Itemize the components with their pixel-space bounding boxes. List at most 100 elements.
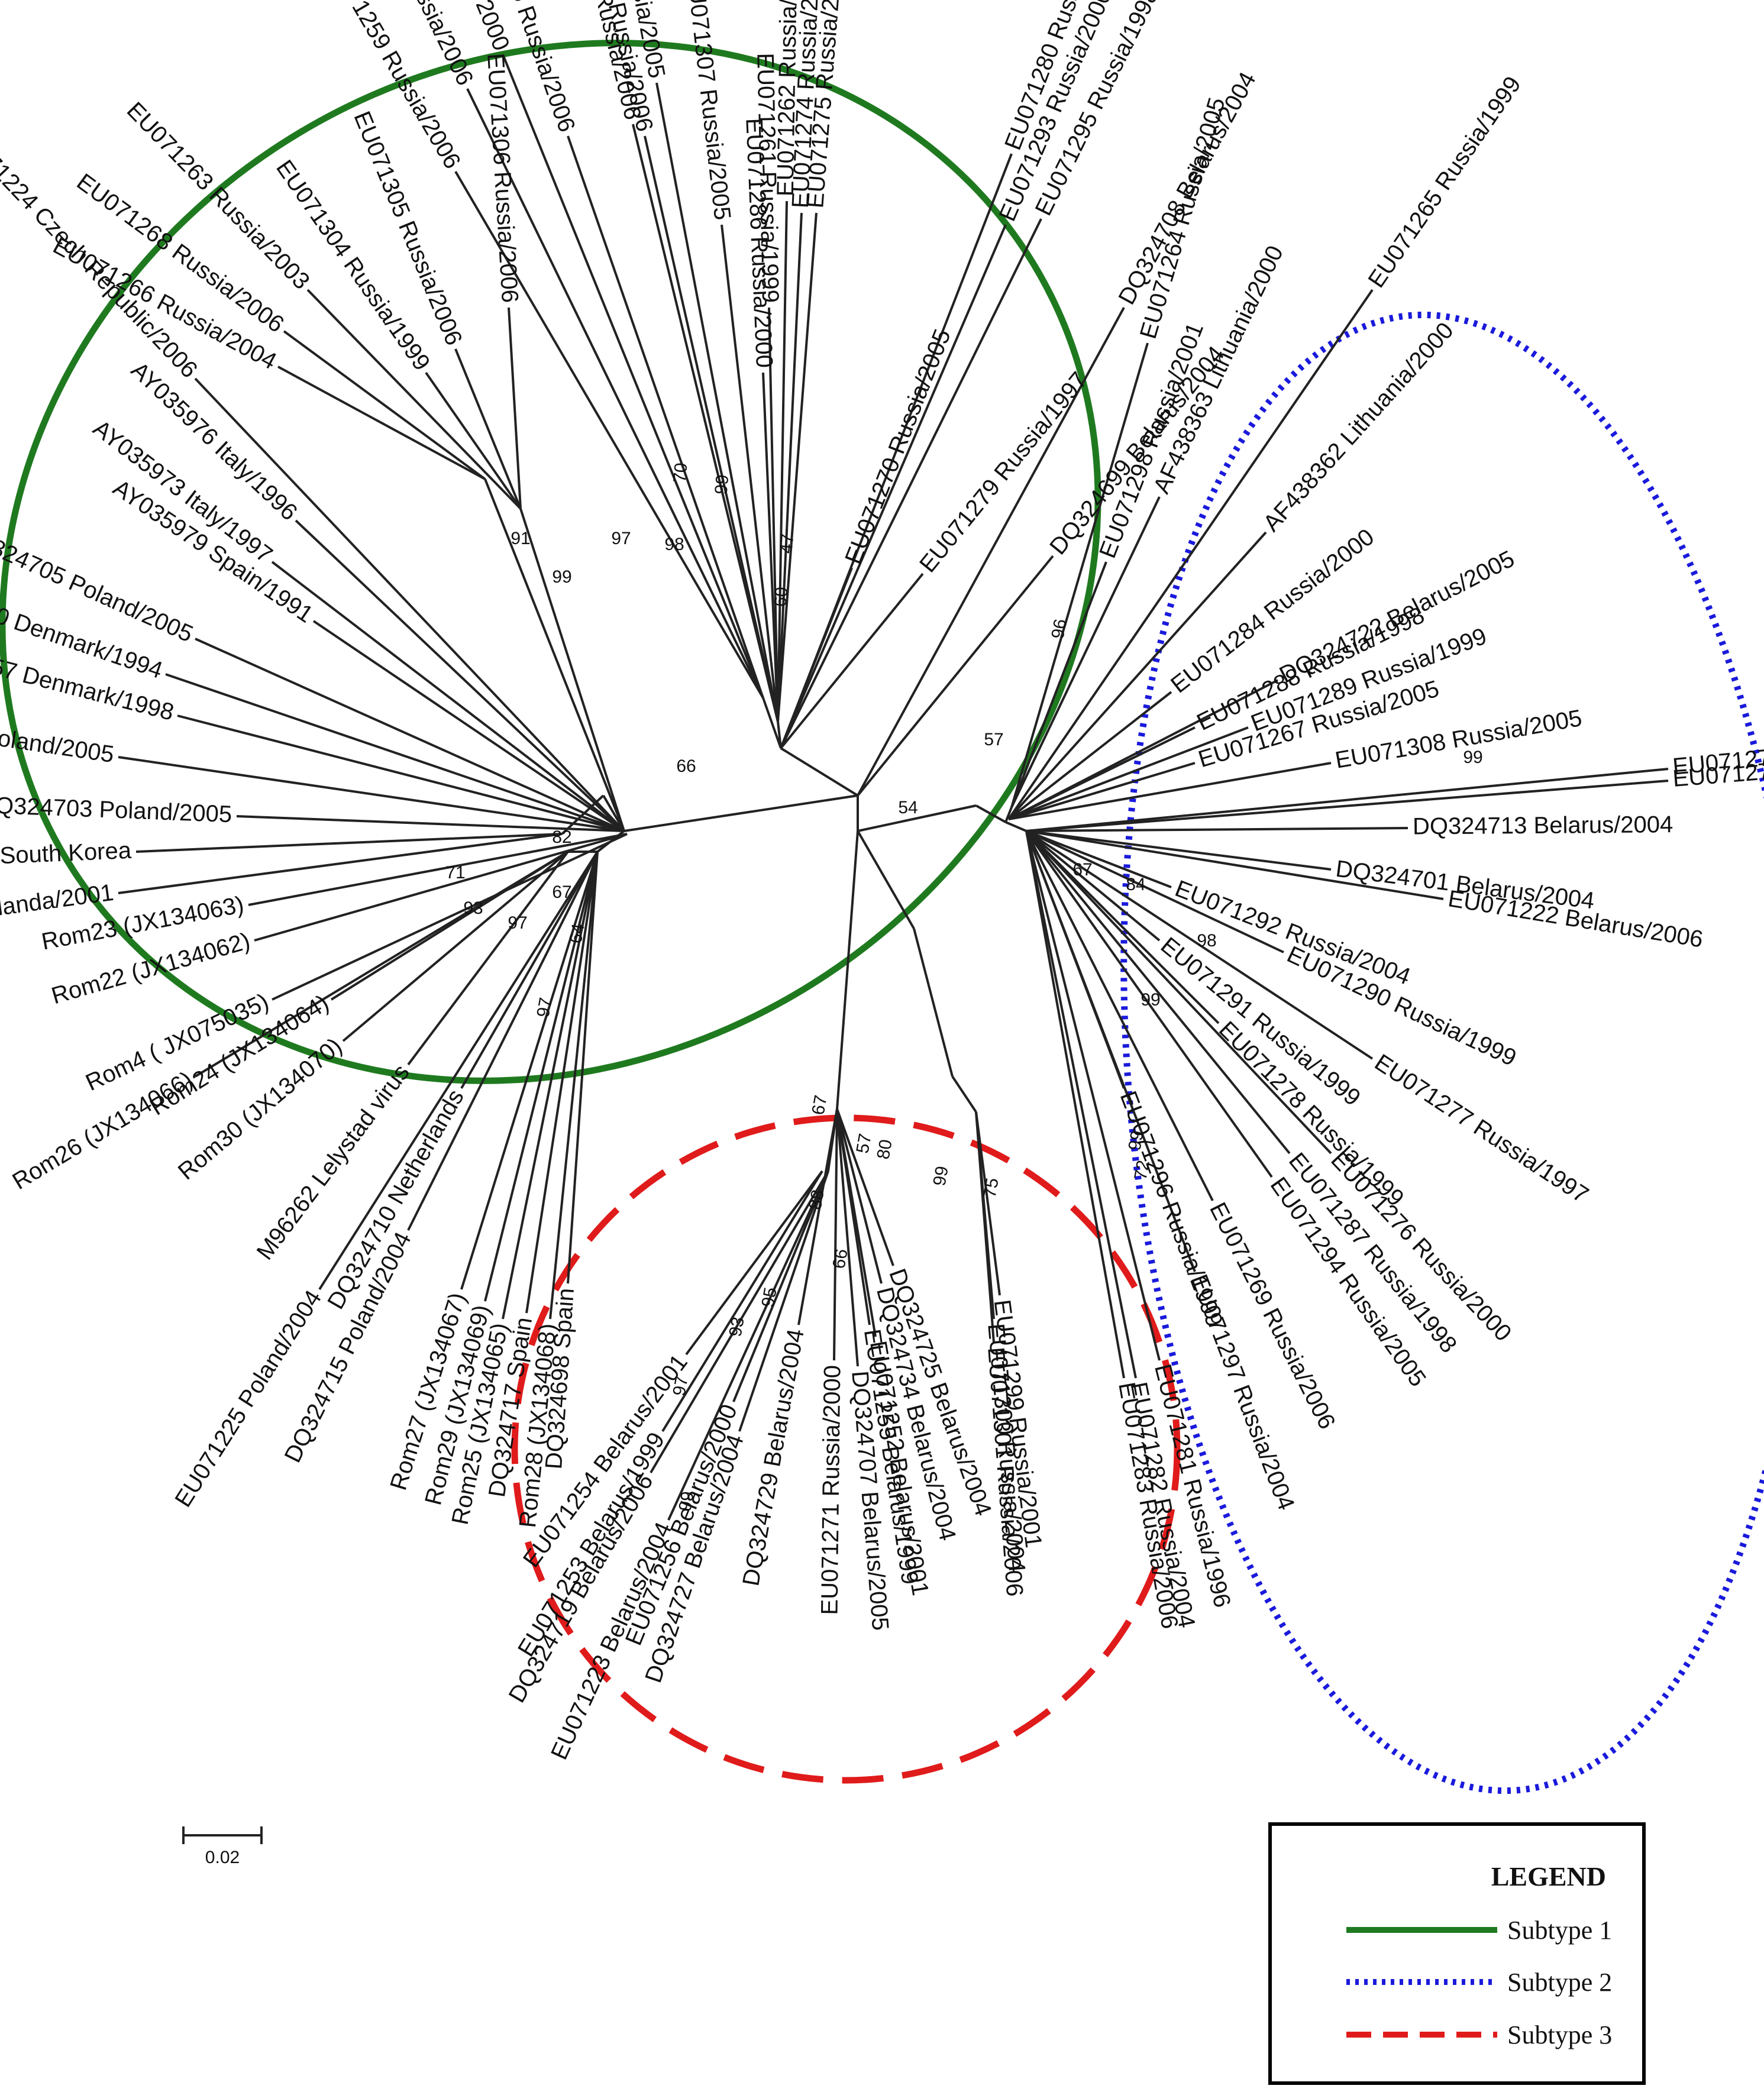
- bootstrap-value: 88: [805, 1188, 828, 1211]
- internal-branch: [836, 830, 859, 1110]
- leaf-branch: [975, 1111, 1001, 1296]
- leaf-branch: [685, 1170, 823, 1356]
- bootstrap-value: 82: [552, 827, 571, 847]
- internal-branch: [913, 928, 954, 1077]
- leaf-branch: [1007, 691, 1172, 820]
- leaf-branch: [254, 833, 628, 942]
- leaf-branch: [1025, 830, 1125, 1379]
- internal-branch: [1005, 821, 1027, 832]
- bootstrap-value: 98: [664, 535, 684, 554]
- bootstrap-value: 97: [611, 529, 631, 548]
- bootstrap-value: 80: [873, 1138, 896, 1161]
- tip-label: EU071284 Russia/2000: [1166, 524, 1379, 699]
- tree-branches: [118, 54, 1669, 1521]
- leaf-branch: [1025, 830, 1220, 1024]
- leaf-branch: [318, 851, 599, 1291]
- leaf-branch: [833, 1108, 838, 1361]
- leaf-branch: [738, 1171, 829, 1432]
- leaf-branch: [1007, 531, 1267, 820]
- bootstrap-value: 67: [808, 1094, 831, 1117]
- leaf-branch: [836, 1108, 894, 1266]
- leaf-branch: [165, 673, 625, 832]
- legend-box: [1268, 1822, 1646, 2085]
- tree-tip-labels: EU071260 Russia/2000EU071258 Russia/2006…: [0, 0, 1764, 1764]
- leaf-branch: [1008, 762, 1332, 820]
- tip-label: EU071277 Russia/1997: [1370, 1049, 1593, 1208]
- leaf-branch: [460, 851, 599, 1290]
- bootstrap-value: 60: [771, 586, 792, 607]
- leaf-branch: [277, 366, 486, 480]
- leaf-branch: [857, 555, 1054, 797]
- legend-title: LEGEND: [1491, 1861, 1606, 1891]
- bootstrap-value: 57: [852, 1132, 875, 1155]
- leaf-branch: [484, 851, 599, 1302]
- internal-branch: [975, 804, 1006, 823]
- leaf-branch: [1025, 830, 1161, 942]
- leaf-branch: [177, 714, 625, 832]
- internal-branch: [484, 478, 625, 832]
- bootstrap-value: 99: [1141, 990, 1160, 1010]
- leaf-branch: [283, 330, 486, 480]
- leaf-branch: [425, 371, 522, 510]
- bootstrap-value: 75: [980, 1176, 1002, 1199]
- bootstrap-value: 54: [898, 798, 917, 817]
- tip-label: EU071264 Russia/2005: [1135, 95, 1230, 342]
- leaf-branch: [567, 851, 599, 1284]
- internal-branch: [762, 697, 782, 749]
- leaf-branch: [762, 372, 779, 722]
- legend-label-subtype-1: Subtype 1: [1507, 1916, 1612, 1945]
- leaf-branch: [135, 833, 563, 853]
- bootstrap-value: 99: [929, 1165, 952, 1188]
- leaf-branch: [1026, 827, 1408, 832]
- leaf-branch: [1026, 830, 1444, 900]
- tip-label: DQ324703 Poland/2005: [0, 792, 232, 827]
- bootstrap-value: 66: [676, 756, 696, 776]
- bootstrap-value: 67: [1072, 860, 1092, 880]
- leaf-branch: [661, 1170, 823, 1433]
- tip-label: EU071225 Poland/2004: [170, 1286, 327, 1512]
- leaf-branch: [549, 851, 599, 1320]
- leaf-branch: [407, 851, 599, 1231]
- bootstrap-value: 70: [670, 462, 692, 483]
- leaf-branch: [502, 54, 764, 699]
- legend-label-subtype-3: Subtype 3: [1507, 2020, 1612, 2049]
- internal-branch: [1004, 807, 1013, 823]
- leaf-branch: [780, 218, 1042, 749]
- internal-branch: [857, 804, 977, 832]
- leaf-branch: [797, 1108, 838, 1325]
- leaf-branch: [466, 88, 764, 699]
- bootstrap-value: 95: [758, 1286, 780, 1309]
- leaf-branch: [454, 170, 764, 699]
- bootstrap-value: 99: [712, 474, 733, 495]
- leaf-branch: [777, 201, 788, 722]
- leaf-branch: [732, 1171, 829, 1402]
- leaf-branch: [1007, 289, 1374, 820]
- leaf-branch: [271, 561, 625, 832]
- bootstrap-value: 84: [1126, 875, 1145, 894]
- tip-label: DQ324713 Belarus/2004: [1413, 811, 1673, 839]
- leaf-branch: [502, 851, 599, 1320]
- leaf-branch: [195, 638, 625, 832]
- tip-label: EU071307 Russia/2005: [681, 0, 735, 221]
- leaf-branch: [1025, 830, 1291, 1155]
- legend: LEGEND Subtype 1 Subtype 2 Subtype 3: [1268, 1822, 1646, 2085]
- tip-label: DQ324711 Poland/2005: [0, 706, 116, 768]
- leaf-branch: [777, 212, 818, 722]
- leaf-branch: [342, 851, 569, 1042]
- leaf-branch: [460, 851, 599, 1089]
- internal-branch: [951, 1075, 977, 1113]
- internal-branch: [857, 830, 915, 929]
- leaf-branch: [777, 212, 803, 722]
- bootstrap-value: 99: [552, 567, 571, 587]
- leaf-branch: [632, 124, 779, 722]
- tip-label: EU071262 Russia/2000: [773, 0, 803, 196]
- internal-branch: [519, 508, 625, 832]
- scale-bar-label: 0.02: [205, 1848, 240, 1867]
- leaf-branch: [236, 815, 625, 832]
- leaf-branch: [1008, 762, 1196, 820]
- bootstrap-value: 97: [508, 913, 527, 933]
- bootstrap-value: 97: [533, 996, 555, 1019]
